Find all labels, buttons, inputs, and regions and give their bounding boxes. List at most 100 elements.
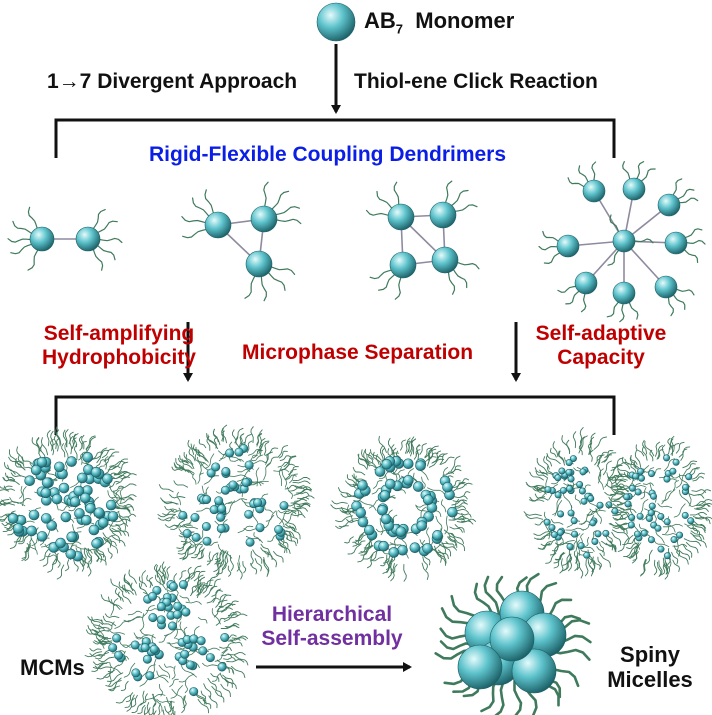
sphere-icon [82, 451, 94, 463]
sphere-icon [565, 459, 573, 467]
sphere-icon [580, 497, 588, 505]
sphere-icon [196, 636, 206, 646]
sphere-icon [7, 513, 19, 524]
sphere-icon [178, 580, 188, 590]
sphere-icon [355, 507, 367, 519]
sphere-icon [69, 496, 81, 508]
sphere-icon [559, 486, 567, 494]
dendrimer-4-icon [366, 180, 480, 300]
sphere-icon [198, 646, 208, 656]
sphere-icon [114, 650, 124, 660]
sphere-icon [244, 509, 254, 519]
sphere-icon [380, 513, 392, 525]
sphere-icon [66, 531, 78, 543]
sphere-icon [182, 529, 192, 539]
sphere-icon [228, 480, 238, 490]
sphere-icon [51, 493, 63, 505]
monomer-label: AB7 Monomer [364, 8, 515, 37]
sphere-icon [664, 231, 688, 255]
sphere-icon [131, 668, 141, 678]
assembly-ring-icon [330, 435, 477, 582]
final-row [84, 561, 592, 715]
sphere-icon [378, 540, 389, 552]
sphere-icon [429, 201, 457, 229]
sphere-icon [220, 633, 230, 643]
dendrimer-3-icon [181, 181, 302, 302]
sphere-icon [611, 507, 619, 515]
sphere-icon [40, 513, 52, 524]
sphere-icon [647, 536, 655, 544]
sphere-icon [657, 545, 665, 553]
sphere-icon [90, 466, 102, 478]
sphere-icon [648, 470, 656, 478]
sphere-icon [80, 492, 91, 504]
sphere-icon [93, 507, 105, 518]
sphere-icon [253, 498, 263, 508]
sphere-icon [676, 531, 684, 539]
spiny-micelle-icon [434, 572, 592, 715]
sphere-icon [181, 607, 191, 617]
self-amplifying-label: Self-amplifying Hydrophobicity [41, 322, 196, 370]
sphere-icon [387, 203, 415, 231]
sphere-icon [583, 551, 591, 559]
sphere-icon [650, 492, 658, 500]
sphere-icon [140, 643, 150, 653]
sphere-icon [204, 211, 232, 239]
sphere-icon [189, 687, 199, 697]
sphere-icon [640, 529, 648, 537]
sphere-icon [657, 512, 665, 520]
sphere-icon [379, 490, 391, 501]
sphere-icon [244, 460, 254, 470]
sphere-icon [209, 505, 219, 515]
middle-bracket [54, 395, 616, 435]
monomer-sphere-icon [316, 2, 356, 42]
sphere-icon [97, 517, 109, 529]
sphere-icon [374, 466, 386, 477]
sphere-icon [632, 472, 640, 480]
sphere-icon [637, 467, 645, 475]
sphere-icon [576, 480, 584, 488]
sphere-icon [385, 478, 396, 490]
sphere-icon [156, 615, 166, 625]
top-bracket [54, 118, 616, 158]
thiol-ene-label: Thiol-ene Click Reaction [354, 70, 598, 93]
sphere-icon [250, 205, 278, 233]
sphere-icon [594, 530, 602, 538]
sphere-icon [654, 524, 662, 532]
sphere-icon [156, 602, 166, 612]
sphere-icon [623, 493, 631, 501]
sphere-icon [663, 454, 671, 462]
sphere-icon [633, 530, 641, 538]
sphere-icon [402, 458, 414, 470]
sphere-icon [234, 447, 244, 457]
sphere-icon [612, 281, 636, 305]
sphere-icon [548, 524, 556, 532]
sphere-icon [357, 480, 368, 491]
sphere-icon [403, 475, 414, 486]
sphere-icon [567, 509, 575, 517]
sphere-icon [214, 496, 224, 506]
sphere-icon [457, 644, 503, 690]
sphere-icon [670, 536, 678, 544]
sphere-icon [628, 514, 636, 522]
sphere-icon [578, 487, 586, 495]
sphere-icon [681, 511, 689, 519]
assembly-ring-icon [604, 435, 712, 580]
sphere-icon [570, 517, 578, 525]
sphere-icon [55, 537, 66, 549]
sphere-icon [591, 537, 599, 545]
sphere-icon [26, 525, 37, 537]
sphere-icon [377, 504, 388, 516]
sphere-icon [605, 501, 613, 509]
sphere-icon [554, 474, 562, 482]
sphere-icon [145, 671, 155, 681]
assembly-random-icon [0, 426, 137, 580]
sphere-icon [381, 458, 392, 470]
sphere-icon [558, 467, 566, 475]
dendrimer-8-icon [538, 161, 706, 323]
sphere-icon [657, 193, 681, 217]
sphere-icon [364, 524, 375, 536]
sphere-icon [221, 467, 231, 477]
sphere-icon [91, 538, 102, 549]
